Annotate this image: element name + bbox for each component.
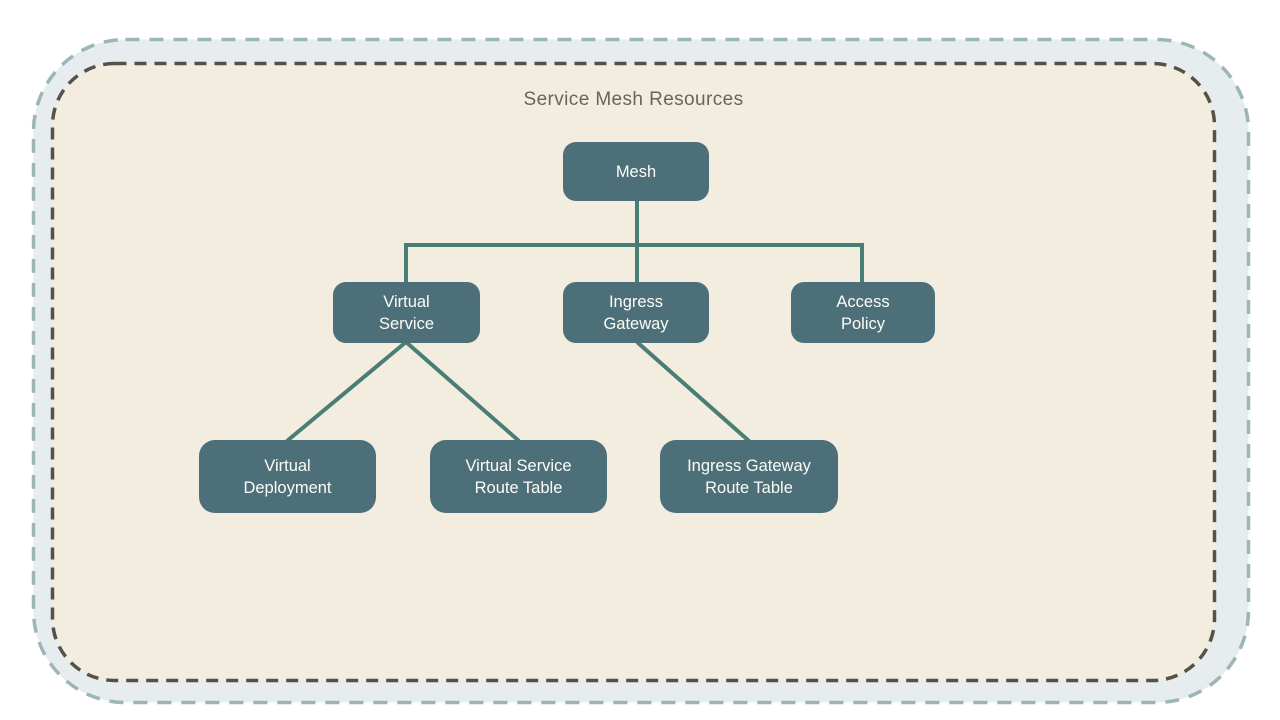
edge-virtual-service-to-virtual-deployment xyxy=(285,340,408,443)
node-access-policy: Access Policy xyxy=(791,282,935,343)
diagram-title: Service Mesh Resources xyxy=(523,89,744,110)
connector-lines xyxy=(285,200,864,443)
edge-virtual-service-to-route-table xyxy=(404,340,521,443)
node-ingress-gateway-route-table: Ingress Gateway Route Table xyxy=(660,440,838,513)
node-virtual-service-route-table: Virtual Service Route Table xyxy=(430,440,607,513)
node-ingress-gateway: Ingress Gateway xyxy=(563,282,709,343)
node-virtual-deployment: Virtual Deployment xyxy=(199,440,376,513)
inner-frame xyxy=(50,61,1217,683)
node-virtual-service: Virtual Service xyxy=(333,282,480,343)
node-mesh: Mesh xyxy=(563,142,709,201)
edge-ingress-gateway-to-route-table xyxy=(635,340,751,443)
edge-mesh-bracket xyxy=(404,243,864,283)
